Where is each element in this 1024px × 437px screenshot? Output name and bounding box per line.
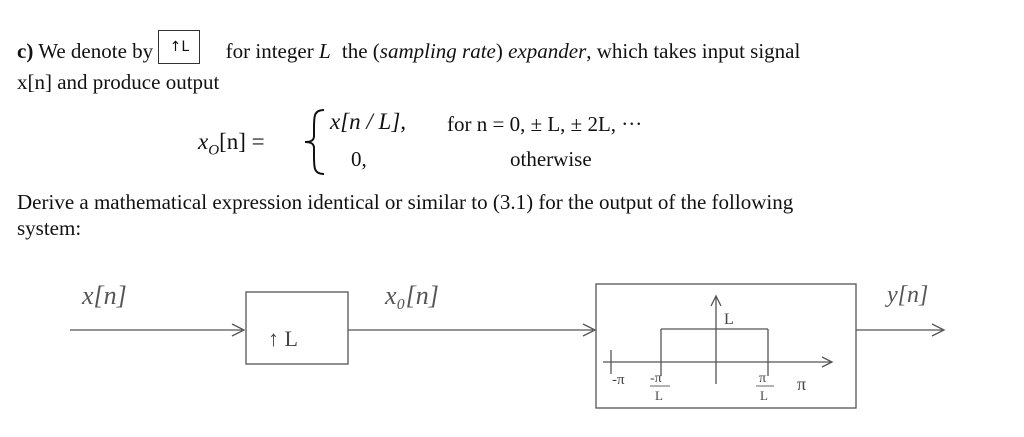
filter-box [595,283,857,409]
mid-signal-label: x₀[n] [384,281,439,310]
text-italic: sampling rate [379,38,496,63]
part-label: c) [17,38,34,63]
tick-label-pi-over-L-den: L [760,388,768,403]
derive-line-2: system: [17,216,82,240]
equation-case-1-cond: for n = 0, ± L, ± 2L, ··· [447,112,643,136]
text-segment: the ( [341,38,380,63]
frequency-axis-arrowhead [821,356,834,368]
eq-lhs-sub: O [208,142,220,159]
text-italic: expander [508,38,587,63]
input-label: x[n] [81,281,127,310]
equation-lhs: xO[n] = [198,130,265,163]
eq-lhs-x: x [198,129,209,154]
text-segment: ) [495,38,503,63]
input-arrowhead [231,323,246,337]
tick-label-neg-pi: -π [612,372,625,388]
tick-label-neg-pi-over-L-den: L [655,388,663,403]
equation-case-2-cond: otherwise [510,147,592,171]
equation-case-1: x[n / L], [330,110,406,134]
equation-brace [304,109,325,175]
expander-symbol: ↑L [169,39,190,55]
output-label: y[n] [885,282,928,308]
equation-case-2: 0, [351,147,367,171]
variable-L: L [318,38,331,63]
paragraph-line-1: c) We denote by ↑L for integer L the (sa… [17,30,801,70]
expander-box [245,291,349,365]
derive-line-1: Derive a mathematical expression identic… [17,190,794,214]
tick-label-pi-over-L-num: π [759,371,766,386]
eq-lhs-arg: [n] = [219,129,265,154]
output-arrowhead [931,323,946,337]
expander-symbol-box: ↑L [158,30,201,64]
text-segment: , which takes input signal [586,38,801,63]
tick-label-pi: π [797,374,806,394]
expander-label: ↑ L [268,326,298,351]
text-segment: We denote by [38,38,154,63]
mid-arrowhead [582,323,597,337]
paragraph-line-2: x[n] and produce output [17,70,220,94]
filter-gain-label: L [724,311,734,328]
text-segment: for integer [225,38,314,63]
amplitude-axis-arrowhead [710,294,722,307]
eq-case1-value: x[n / L], [330,109,407,134]
tick-label-neg-pi-over-L-num: -π [650,371,662,386]
